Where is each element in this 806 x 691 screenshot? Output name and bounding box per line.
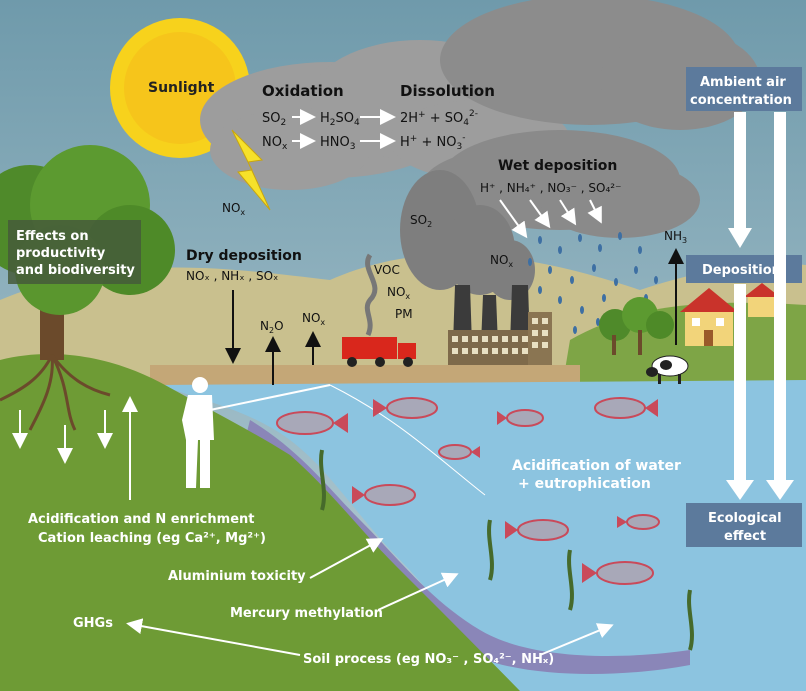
wet-arrows: [499, 199, 602, 239]
sunlight-label: Sunlight: [148, 80, 215, 96]
rain-drops: [528, 232, 658, 334]
ambient-box: [686, 67, 802, 111]
svg-text:H2SO4: H2SO4: [320, 111, 360, 128]
svg-text:NOx: NOx: [262, 135, 288, 152]
fish: [594, 397, 658, 419]
wet-deposition-ions: H⁺ , NH₄⁺ , NO₃⁻ , SO₄²⁻: [480, 181, 621, 195]
side-arrows: [726, 112, 794, 500]
pm-label: PM: [395, 307, 413, 321]
effects-line-3: and biodiversity: [16, 263, 135, 278]
effects-line-2: productivity: [16, 246, 106, 261]
factory-smoke: [400, 170, 535, 300]
soil-arrows: [12, 396, 614, 656]
cation-leaching-label: Cation leaching (eg Ca²⁺, Mg²⁺): [38, 531, 266, 546]
nox-up-label: NOx: [302, 311, 325, 327]
dry-deposition-species: NOₓ , NHₓ , SOₓ: [186, 269, 278, 283]
ghgs-label: GHGs: [73, 616, 113, 631]
acidification-n-label: Acidification and N enrichment: [28, 512, 254, 527]
houses: [680, 283, 780, 346]
fish: [582, 561, 654, 585]
ambient-line-1: Ambient air: [700, 75, 786, 90]
fish: [497, 409, 544, 427]
n2o-label: N2O: [260, 319, 284, 335]
acidification-water-line-2: + eutrophication: [518, 476, 651, 492]
voc-label: VOC: [374, 263, 400, 277]
ecological-box: [686, 503, 802, 547]
stack-so2: SO2: [410, 213, 432, 229]
effects-line-1: Effects on: [16, 229, 89, 244]
fish: [617, 514, 660, 530]
cow-icon: [646, 355, 689, 384]
effects-box: [8, 220, 141, 284]
seaweed: [319, 449, 694, 651]
wet-deposition-label: Wet deposition: [498, 158, 617, 174]
fisherman: [182, 377, 331, 488]
svg-text:SO2: SO2: [262, 111, 286, 128]
factory: [448, 285, 552, 365]
fish-group: [276, 397, 660, 585]
fish: [505, 519, 569, 541]
oxidation-label: Oxidation: [262, 82, 344, 100]
deposition-label: Deposition: [702, 263, 781, 278]
stack-nox: NOx: [490, 253, 513, 269]
acidification-water-line-1: Acidification of water: [512, 458, 681, 474]
nh3-label: NH3: [664, 229, 687, 245]
fish: [373, 397, 438, 419]
oxidation-row-1: SO2 H2SO4 2H+ + SO42-: [262, 109, 478, 128]
ecological-line-2: effect: [724, 529, 766, 544]
fish: [352, 484, 416, 506]
truck-nox-label: NOx: [387, 285, 410, 301]
oxidation-row-2: NOx HNO3 H+ + NO3-: [262, 133, 465, 152]
soil-process-label: Soil process (eg NO₃⁻ , SO₄²⁻, NHₓ): [303, 652, 554, 667]
svg-text:HNO3: HNO3: [320, 135, 355, 152]
right-trees: [599, 297, 674, 355]
lake-sediment: [245, 420, 690, 675]
aluminium-label: Aluminium toxicity: [168, 569, 306, 584]
ground-strip: [150, 365, 580, 387]
fishing-line: [329, 384, 486, 496]
ecological-line-1: Ecological: [708, 511, 782, 526]
fish: [438, 444, 480, 460]
svg-text:2H+ + SO42-: 2H+ + SO42-: [400, 109, 478, 128]
fish: [276, 411, 348, 435]
lightning-icon: [231, 129, 271, 211]
truck: [342, 253, 416, 367]
dissolution-label: Dissolution: [400, 82, 495, 100]
dry-deposition-label: Dry deposition: [186, 248, 302, 264]
lightning-nox: NOx: [222, 201, 245, 217]
mercury-label: Mercury methylation: [230, 606, 383, 621]
ambient-line-2: concentration: [690, 93, 792, 108]
svg-text:H+ + NO3-: H+ + NO3-: [400, 133, 465, 152]
